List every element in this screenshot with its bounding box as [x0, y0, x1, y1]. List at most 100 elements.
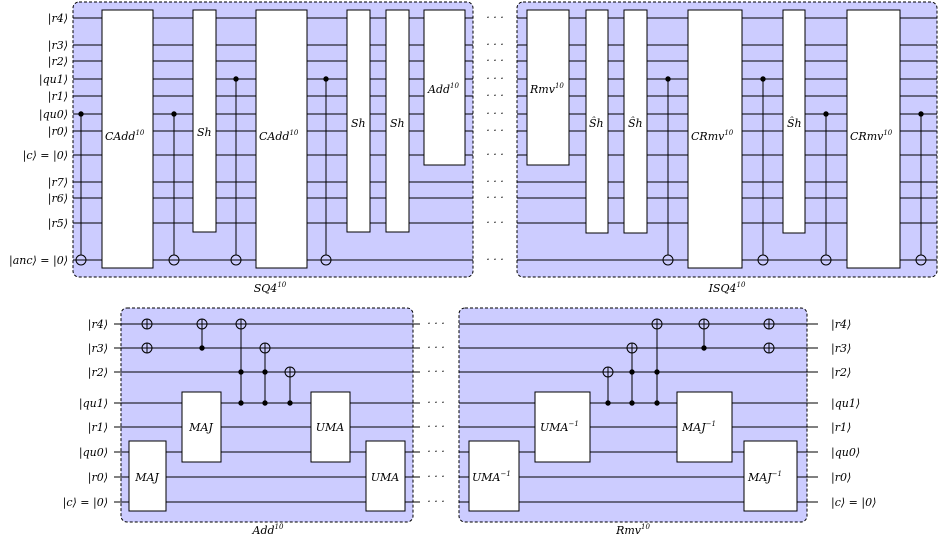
- panel-caption-isq4: ISQ410: [708, 281, 746, 295]
- svg-text:· · ·: · · ·: [427, 396, 444, 409]
- svg-text:· · ·: · · ·: [486, 216, 503, 229]
- svg-text:· · ·: · · ·: [427, 470, 444, 483]
- svg-text:· · ·: · · ·: [486, 253, 503, 266]
- gate-label: Rmv10: [529, 82, 564, 96]
- wire-label: |qu0⟩: [39, 108, 68, 122]
- gate-label: MAJ−1: [681, 420, 716, 434]
- panel-rmv: UMA−1 UMA−1 MAJ−1 MAJ−1 |r4⟩ |r3⟩ |r2⟩ |…: [458, 307, 876, 537]
- gate-label: MAJ−1: [747, 470, 782, 484]
- gate-label: UMA: [316, 421, 345, 434]
- svg-text:· · ·: · · ·: [486, 54, 503, 67]
- svg-text:· · ·: · · ·: [427, 420, 444, 433]
- svg-text:· · ·: · · ·: [486, 175, 503, 188]
- gate-label: CRmv10: [850, 129, 893, 143]
- wire-label: |qu0⟩: [831, 446, 860, 460]
- rmv-cnots: [602, 318, 775, 406]
- wire-label: |qu1⟩: [831, 397, 860, 411]
- wire-label: |r1⟩: [831, 421, 851, 435]
- gate-shat-1: [585, 9, 609, 234]
- gate-sh-1: [192, 9, 217, 233]
- gate-maj-1: [128, 440, 167, 512]
- wire-label: |c⟩ = |0⟩: [831, 496, 876, 510]
- wire-label: |anc⟩ = |0⟩: [9, 254, 68, 268]
- gate-label: CAdd10: [259, 129, 299, 143]
- panel-add-background: [120, 307, 414, 523]
- svg-text:· · ·: · · ·: [427, 317, 444, 330]
- gate-crmv-2: [846, 9, 901, 269]
- svg-text:· · ·: · · ·: [486, 89, 503, 102]
- gate-maj-inv-1: [676, 391, 733, 463]
- control-dot: [665, 76, 671, 82]
- control-dot: [760, 76, 766, 82]
- isq4-controls: [662, 76, 927, 266]
- gate-uma-2: [365, 440, 406, 512]
- rmv-wire-labels: |r4⟩ |r3⟩ |r2⟩ |qu1⟩ |r1⟩ |qu0⟩ |r0⟩ |c⟩…: [831, 318, 876, 510]
- wire-label: |qu1⟩: [39, 73, 68, 87]
- svg-text:· · ·: · · ·: [486, 11, 503, 24]
- gate-label: CAdd10: [105, 129, 145, 143]
- panel-caption-sq4: SQ410: [254, 281, 287, 295]
- wire-label: |r1⟩: [88, 421, 108, 435]
- control-dot: [171, 111, 177, 117]
- gate-label: MAJ: [188, 421, 213, 434]
- control-dot: [823, 111, 829, 117]
- gate-maj-inv-2: [743, 440, 798, 512]
- wire-label: |r3⟩: [831, 342, 851, 356]
- svg-text:· · ·: · · ·: [486, 107, 503, 120]
- svg-text:· · ·: · · ·: [427, 341, 444, 354]
- gate-sh-2: [346, 9, 371, 233]
- svg-text:· · ·: · · ·: [486, 124, 503, 137]
- wire-label: |r3⟩: [88, 342, 108, 356]
- gate-maj-2: [181, 391, 222, 463]
- control-dot: [233, 76, 239, 82]
- gate-cadd-1: [101, 9, 154, 269]
- gate-label: UMA−1: [540, 420, 579, 434]
- sq4-controls: [75, 76, 332, 266]
- gate-label: Ŝh: [628, 116, 643, 130]
- gate-shat-2: [623, 9, 648, 234]
- svg-text:· · ·: · · ·: [486, 191, 503, 204]
- svg-text:· · ·: · · ·: [486, 72, 503, 85]
- gate-label: Ŝh: [787, 116, 802, 130]
- gate-cadd-2: [255, 9, 308, 269]
- wire-label: |c⟩ = |0⟩: [63, 496, 108, 510]
- add-cnots: [141, 318, 296, 406]
- wire-label: |r1⟩: [48, 90, 68, 104]
- wire-label: |r3⟩: [48, 39, 68, 53]
- svg-text:· · ·: · · ·: [427, 495, 444, 508]
- sq4-wire-labels: |r4⟩ |r3⟩ |r2⟩ |qu1⟩ |r1⟩ |qu0⟩ |r0⟩ |c⟩…: [9, 12, 68, 268]
- gate-label: Sh: [351, 117, 366, 130]
- wire-label: |r2⟩: [48, 55, 68, 69]
- gate-label: Sh: [197, 126, 212, 139]
- panel-add: MAJ MAJ UMA UMA |r4⟩ |r3⟩ |r2⟩ |qu1⟩ |r1…: [63, 307, 420, 537]
- gate-label: Ŝh: [589, 116, 604, 130]
- bottom-ellipsis-column: · · · · · · · · · · · · · · · · · · · · …: [427, 317, 444, 508]
- wire-label: |c⟩ = |0⟩: [23, 149, 68, 163]
- wire-label: |r6⟩: [48, 192, 68, 206]
- gate-label: MAJ: [134, 471, 159, 484]
- control-dot: [918, 111, 924, 117]
- gate-label: UMA−1: [472, 470, 511, 484]
- panel-caption-add: Add10: [252, 523, 284, 537]
- panel-sq4: CAdd10 Sh CAdd10 Sh Sh Add10 |r4⟩ |r3⟩ |…: [9, 1, 474, 295]
- panel-caption-rmv: Rmv10: [615, 523, 650, 537]
- wire-label: |r0⟩: [831, 471, 851, 485]
- wire-label: |r4⟩: [48, 12, 68, 26]
- wire-label: |r0⟩: [88, 471, 108, 485]
- gate-add: [423, 9, 466, 166]
- wire-label: |r2⟩: [831, 366, 851, 380]
- gate-shat-3: [782, 9, 806, 234]
- gate-label: Sh: [390, 117, 405, 130]
- gate-uma-inv-1: [468, 440, 520, 512]
- wire-label: |qu0⟩: [79, 446, 108, 460]
- gate-sh-3: [385, 9, 410, 233]
- svg-text:· · ·: · · ·: [486, 38, 503, 51]
- wire-label: |r7⟩: [48, 176, 68, 190]
- panel-rmv-background: [458, 307, 808, 523]
- gate-rmv: [526, 9, 570, 166]
- wire-label: |r4⟩: [831, 318, 851, 332]
- control-dot: [323, 76, 329, 82]
- svg-text:· · ·: · · ·: [486, 148, 503, 161]
- wire-label: |r0⟩: [48, 125, 68, 139]
